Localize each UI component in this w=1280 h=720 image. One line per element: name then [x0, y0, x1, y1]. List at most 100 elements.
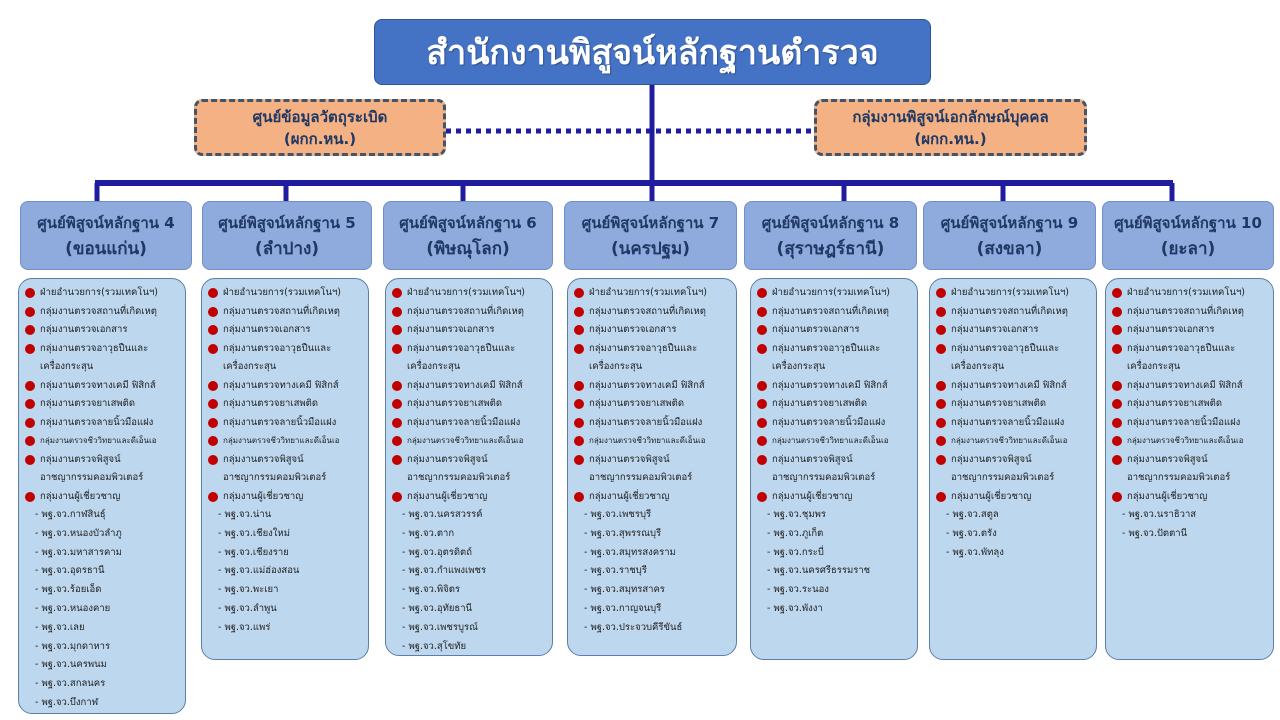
department-item: กลุ่มงานตรวจยาเสพติด	[757, 395, 913, 414]
bullet-dot-icon	[757, 288, 767, 298]
province-office-item: - พฐ.จว.ระนอง	[767, 584, 829, 596]
bullet-dot-icon	[25, 399, 35, 409]
department-label: กลุ่มงานตรวจทางเคมี ฟิสิกส์	[407, 379, 523, 391]
bullet-dot-icon	[757, 454, 767, 465]
province-office-item: - พฐ.จว.แม่ฮ่องสอน	[218, 565, 300, 577]
bullet-dot-icon	[392, 491, 402, 502]
bullet-dot-icon	[757, 491, 767, 502]
province-office-item: - พฐ.จว.มุกดาหาร	[35, 640, 111, 652]
department-label: กลุ่มงานตรวจอาวุธปืนและ	[772, 342, 881, 354]
department-label-continued: อาชญากรรมคอมพิวเตอร์	[951, 472, 1055, 483]
department-label: กลุ่มงานตรวจพิสูจน์	[772, 453, 853, 465]
department-label: ฝ่ายอำนวยการ(รวมเทคโนฯ)	[1127, 287, 1245, 298]
department-item: กลุ่มงานตรวจสถานที่เกิดเหตุ	[1112, 303, 1269, 322]
department-label: กลุ่มงานผู้เชี่ยวชาญ	[772, 490, 853, 502]
bullet-dot-icon	[208, 306, 218, 317]
department-item: กลุ่มงานผู้เชี่ยวชาญ	[936, 488, 1092, 507]
department-item: กลุ่มงานตรวจทางเคมี ฟิสิกส์	[757, 377, 913, 396]
department-item: กลุ่มงานตรวจสถานที่เกิดเหตุ	[757, 303, 913, 322]
department-label: กลุ่มงานตรวจลายนิ้วมือแฝง	[772, 416, 886, 428]
department-item: กลุ่มงานตรวจยาเสพติด	[1112, 395, 1269, 414]
bullet-dot-icon	[574, 306, 584, 317]
center-departments-box: ฝ่ายอำนวยการ(รวมเทคโนฯ)กลุ่มงานตรวจสถานท…	[567, 278, 737, 656]
bullet-dot-icon	[574, 325, 584, 335]
bullet-dot-icon	[392, 306, 402, 317]
center-header-box: ศูนย์พิสูจน์หลักฐาน 4(ขอนแก่น)	[20, 201, 192, 270]
province-office-item: - พฐ.จว.หนองบัวลำภู	[35, 527, 122, 539]
bullet-dot-icon	[25, 436, 35, 446]
department-label: กลุ่มงานตรวจสถานที่เกิดเหตุ	[772, 305, 889, 317]
province-office-item: - พฐ.จว.พัทลุง	[946, 546, 1004, 558]
department-item: ฝ่ายอำนวยการ(รวมเทคโนฯ)	[757, 284, 913, 303]
department-label: กลุ่มงานตรวจเอกสาร	[223, 324, 311, 335]
department-item: กลุ่มงานตรวจทางเคมี ฟิสิกส์	[208, 377, 364, 396]
department-label: กลุ่มงานตรวจเอกสาร	[1127, 324, 1215, 335]
department-item: กลุ่มงานตรวจลายนิ้วมือแฝง	[1112, 414, 1269, 433]
department-label: กลุ่มงานตรวจพิสูจน์	[223, 453, 304, 465]
department-label-continued: เครื่องกระสุน	[40, 361, 94, 372]
side-unit-right-rank: (ผกก.หน.)	[914, 129, 987, 148]
department-label: กลุ่มงานตรวจชีววิทยาและดีเอ็นเอ	[951, 436, 1068, 445]
department-item: กลุ่มงานตรวจลายนิ้วมือแฝง	[757, 414, 913, 433]
bullet-dot-icon	[574, 343, 584, 354]
department-label-continued: อาชญากรรมคอมพิวเตอร์	[589, 472, 693, 483]
bullet-dot-icon	[25, 288, 35, 298]
department-label: กลุ่มงานตรวจยาเสพติด	[40, 398, 136, 409]
department-item: กลุ่มงานตรวจลายนิ้วมือแฝง	[392, 414, 548, 433]
department-label-continued: เครื่องกระสุน	[407, 361, 461, 372]
department-item: ฝ่ายอำนวยการ(รวมเทคโนฯ)	[25, 284, 181, 303]
center-location: (ยะลา)	[1160, 238, 1216, 259]
center-departments-box: ฝ่ายอำนวยการ(รวมเทคโนฯ)กลุ่มงานตรวจสถานท…	[929, 278, 1097, 660]
department-label: กลุ่มงานตรวจทางเคมี ฟิสิกส์	[40, 379, 156, 391]
department-item: กลุ่มงานตรวจเอกสาร	[392, 321, 548, 340]
center-departments-box: ฝ่ายอำนวยการ(รวมเทคโนฯ)กลุ่มงานตรวจสถานท…	[18, 278, 186, 714]
center-name: ศูนย์พิสูจน์หลักฐาน 6	[399, 213, 537, 232]
department-item: กลุ่มงานตรวจอาวุธปืนและ	[392, 340, 548, 359]
center-header-box: ศูนย์พิสูจน์หลักฐาน 7(นครปฐม)	[564, 201, 737, 270]
bullet-dot-icon	[208, 380, 218, 391]
headquarters-title: สำนักงานพิสูจน์หลักฐานตำรวจ	[426, 33, 879, 73]
bullet-dot-icon	[936, 491, 946, 502]
province-office-item: - พฐ.จว.สมุทรสาคร	[584, 584, 665, 596]
department-item: กลุ่มงานตรวจพิสูจน์	[208, 451, 364, 470]
department-item: กลุ่มงานตรวจพิสูจน์	[936, 451, 1092, 470]
department-item: ฝ่ายอำนวยการ(รวมเทคโนฯ)	[574, 284, 732, 303]
department-item: ฝ่ายอำนวยการ(รวมเทคโนฯ)	[392, 284, 548, 303]
bullet-dot-icon	[392, 399, 402, 409]
department-label-continued: เครื่องกระสุน	[951, 361, 1005, 372]
center-header-box: ศูนย์พิสูจน์หลักฐาน 9(สงขลา)	[923, 201, 1096, 270]
bullet-dot-icon	[25, 380, 35, 391]
province-office-item: - พฐ.จว.เพชรบูรณ์	[402, 621, 478, 633]
bullet-dot-icon	[208, 454, 218, 465]
bullet-dot-icon	[1112, 325, 1122, 335]
department-item: กลุ่มงานตรวจลายนิ้วมือแฝง	[25, 414, 181, 433]
department-label: ฝ่ายอำนวยการ(รวมเทคโนฯ)	[772, 287, 890, 298]
department-item: กลุ่มงานตรวจเอกสาร	[757, 321, 913, 340]
department-label: กลุ่มงานตรวจลายนิ้วมือแฝง	[951, 416, 1065, 428]
department-label: กลุ่มงานตรวจสถานที่เกิดเหตุ	[951, 305, 1068, 317]
center-name: ศูนย์พิสูจน์หลักฐาน 5	[218, 213, 356, 232]
center-location: (สุราษฎร์ธานี)	[776, 238, 885, 259]
province-office-item: - พฐ.จว.กาฬสินธุ์	[35, 509, 106, 520]
province-office-item: - พฐ.จว.เชียงใหม่	[218, 527, 290, 539]
center-location: (นครปฐม)	[610, 238, 691, 259]
department-label: กลุ่มงานตรวจเอกสาร	[772, 324, 860, 335]
bullet-dot-icon	[936, 306, 946, 317]
department-item: กลุ่มงานตรวจยาเสพติด	[574, 395, 732, 414]
department-label: กลุ่มงานตรวจอาวุธปืนและ	[407, 342, 516, 354]
department-label: กลุ่มงานตรวจทางเคมี ฟิสิกส์	[951, 379, 1067, 391]
bullet-dot-icon	[936, 454, 946, 465]
province-office-item: - พฐ.จว.นครสวรรค์	[402, 509, 483, 520]
center-departments-box: ฝ่ายอำนวยการ(รวมเทคโนฯ) กลุ่มงานตรวจสถานท…	[750, 278, 918, 660]
department-item: กลุ่มงานตรวจชีววิทยาและดีเอ็นเอ	[574, 432, 732, 451]
bullet-dot-icon	[757, 436, 767, 446]
province-office-item: - พฐ.จว.ปัตตานี	[1122, 527, 1188, 539]
center-location: (ขอนแก่น)	[65, 238, 147, 259]
province-office-item: - พฐ.จว.ตาก	[402, 527, 455, 539]
department-item: กลุ่มงานตรวจยาเสพติด	[208, 395, 364, 414]
bullet-dot-icon	[392, 417, 402, 428]
center-name: ศูนย์พิสูจน์หลักฐาน 9	[940, 213, 1079, 232]
department-item: กลุ่มงานผู้เชี่ยวชาญ	[574, 488, 732, 507]
department-item: กลุ่มงานตรวจทางเคมี ฟิสิกส์	[1112, 377, 1269, 396]
